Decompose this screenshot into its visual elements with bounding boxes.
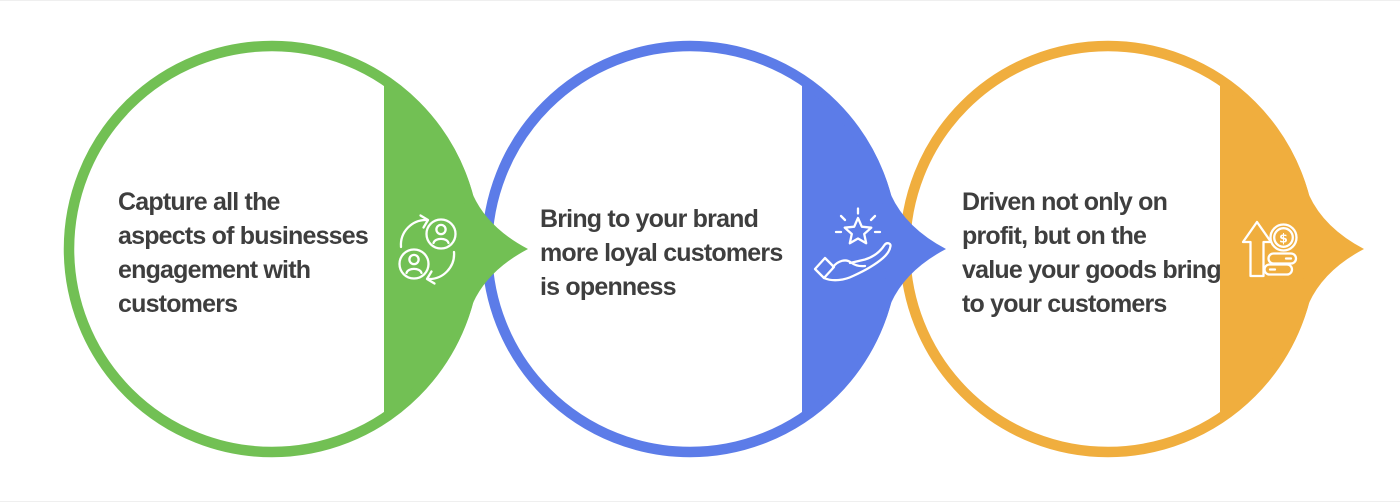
cycle-arrow-bottom: [425, 250, 456, 285]
coin-bar-bottom: [1263, 263, 1294, 276]
users-exchange-icon: [398, 214, 457, 285]
star-icon: [843, 216, 873, 245]
hand-palm: [822, 242, 892, 282]
user-avatar-top: [425, 218, 457, 250]
step-1-text: Capture all the aspects of businesses en…: [118, 188, 369, 318]
step-3-arrow-shape: [1220, 74, 1364, 424]
step-3-text: Driven not only on profit, but on the va…: [962, 188, 1222, 318]
step-2-text: Bring to your brand more loyal customers…: [540, 205, 783, 301]
star-rays: [834, 207, 882, 234]
hand-star-icon: [813, 207, 892, 282]
step-1-ring: [63, 40, 481, 458]
dollar-sign: $: [1279, 231, 1288, 246]
step-1: [63, 40, 528, 458]
hand-thumb: [831, 259, 867, 269]
cycle-arrow-top: [399, 214, 430, 249]
coin-inner: [1273, 227, 1294, 248]
up-arrow-icon: [1241, 220, 1273, 278]
coin-bar-ticks: [1268, 257, 1293, 271]
open-hand: [813, 242, 892, 282]
user-avatar-bottom: [398, 248, 430, 280]
coin-outer: [1269, 223, 1298, 252]
step-1-arrow-shape: [384, 74, 528, 424]
step-2-arrow-shape: [802, 74, 946, 424]
growth-coins-icon: $: [1241, 220, 1298, 278]
